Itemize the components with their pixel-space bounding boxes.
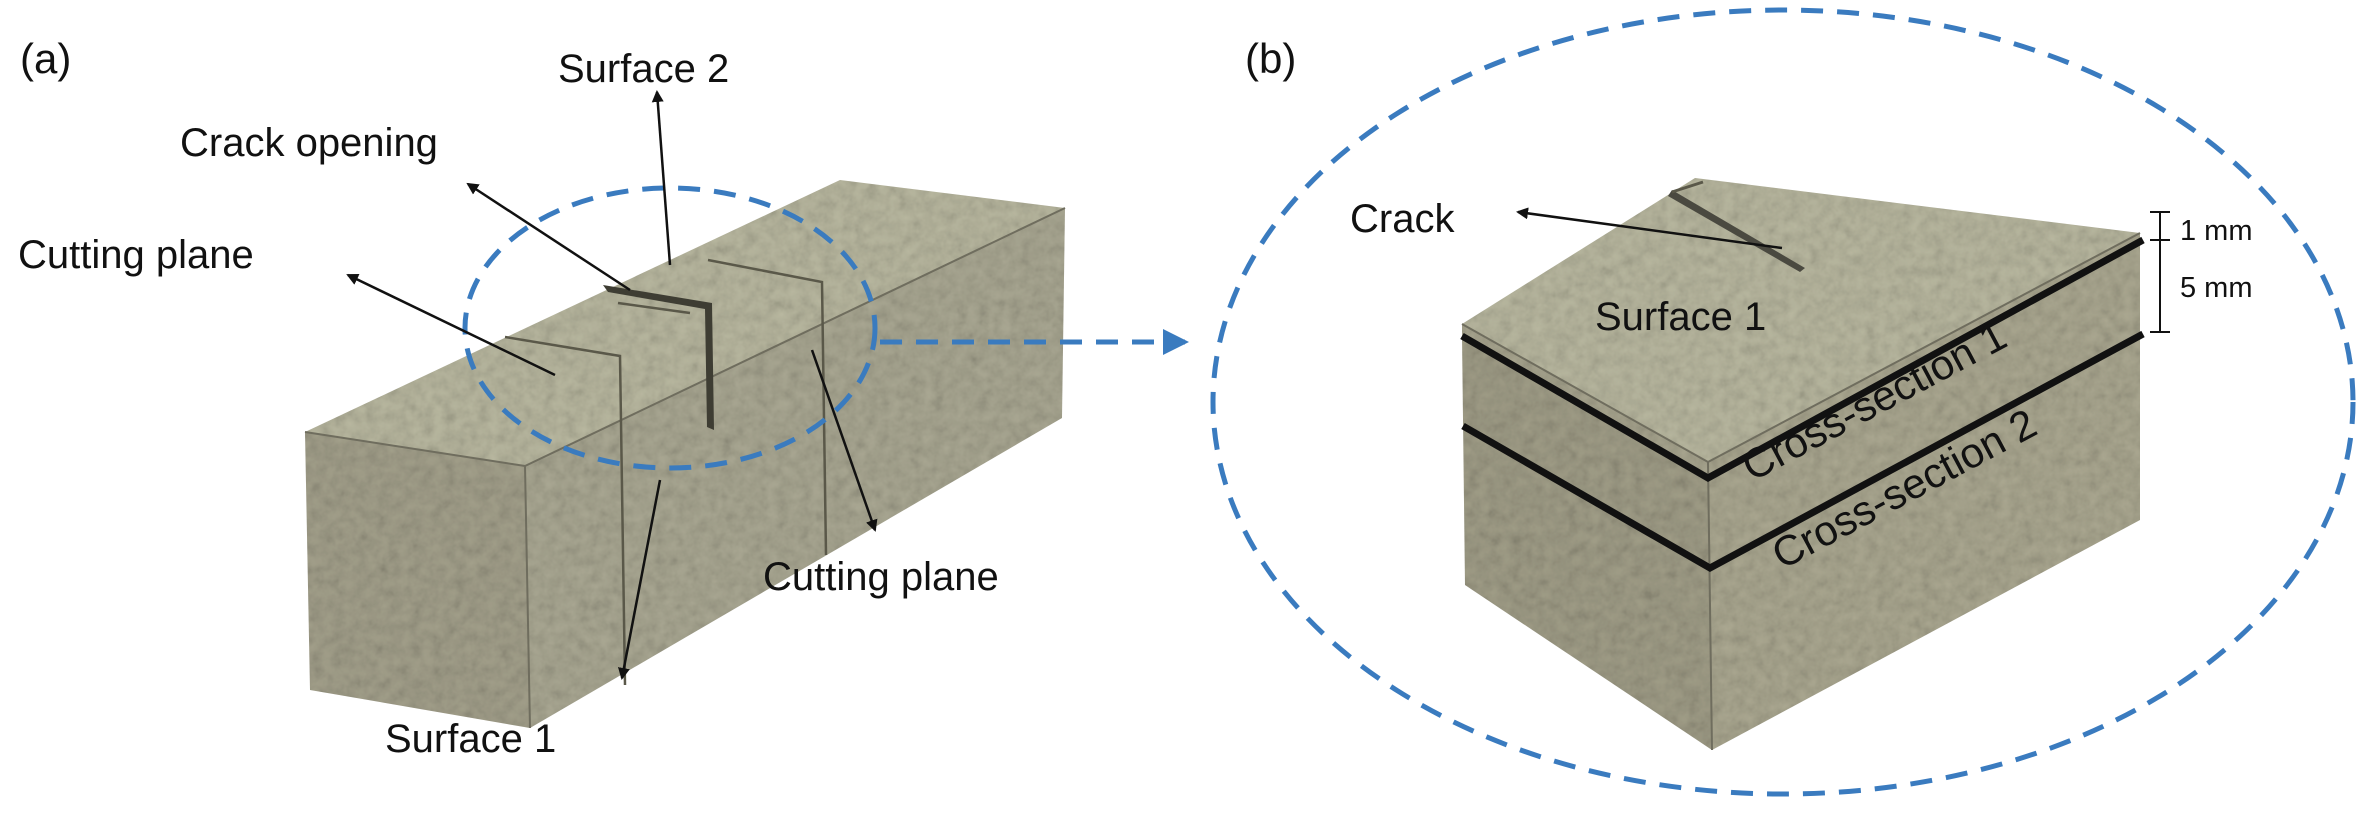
zoom-block <box>1462 178 2140 750</box>
label-surface-2: Surface 2 <box>558 47 729 91</box>
crack-arrow <box>1516 207 1783 250</box>
dimension-5mm: 5 mm <box>2180 272 2253 304</box>
highlight-ellipse-large <box>1210 7 2356 797</box>
block-right-face <box>1708 233 2140 750</box>
cross-section-2-line <box>1461 330 2145 573</box>
label-crack-opening: Crack opening <box>180 121 438 165</box>
concrete-beam <box>305 180 1065 728</box>
annotation-arrows-a <box>346 90 878 680</box>
beam-cutting-planes <box>504 258 828 686</box>
label-cutting-plane-right: Cutting plane <box>763 555 999 599</box>
label-crack: Crack <box>1350 197 1455 241</box>
block-crack-edge <box>1671 180 1704 194</box>
cross-section-1-line <box>1460 236 2145 483</box>
beam-side-face <box>525 208 1065 728</box>
label-surface-1-a: Surface 1 <box>385 717 556 761</box>
panel-label-a: (a) <box>20 35 71 82</box>
dimension-bracket <box>2150 211 2170 333</box>
block-edge-vertical <box>1707 461 1713 751</box>
label-surface-1-b: Surface 1 <box>1595 295 1766 339</box>
beam-front-face <box>305 432 530 728</box>
block-top-face <box>1462 178 2140 462</box>
beam-top-face <box>305 180 1065 466</box>
dimension-1mm: 1 mm <box>2180 215 2253 247</box>
highlight-ellipse-small <box>462 185 878 471</box>
label-cutting-plane-left: Cutting plane <box>18 233 254 277</box>
panel-label-b: (b) <box>1245 35 1296 82</box>
block-crack <box>1668 190 1805 272</box>
beam-edge-vertical <box>524 465 531 729</box>
block-left-face <box>1462 336 1712 750</box>
